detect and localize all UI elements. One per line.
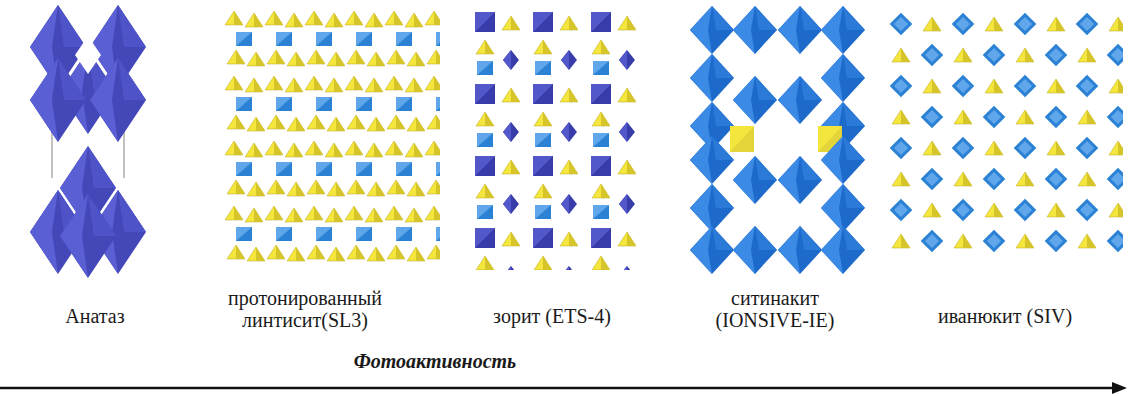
lintisite-structure xyxy=(225,8,440,270)
structure-label: иванюкит (SIV) xyxy=(924,305,1086,327)
structure-label: ситинакит (IONSIVE-IE) xyxy=(707,287,844,331)
ivanyukite-structure xyxy=(885,8,1123,256)
structure-label-box: протонированный линтисит(SL3) xyxy=(217,287,394,331)
structure-label: зорит (ETS-4) xyxy=(471,305,633,327)
axis-label: Фотоактивность xyxy=(324,350,546,372)
structure-label-box: Анатаз xyxy=(34,305,156,327)
structure-label: протонированный линтисит(SL3) xyxy=(217,287,394,331)
structure-label-box: зорит (ETS-4) xyxy=(471,305,633,327)
structure-label-box: ситинакит (IONSIVE-IE) xyxy=(707,287,844,331)
structure-label-box: иванюкит (SIV) xyxy=(924,305,1086,327)
trend-arrow xyxy=(0,382,1127,394)
anatase-structure xyxy=(30,5,146,278)
zorite-structure xyxy=(467,8,641,270)
structure-label: Анатаз xyxy=(34,305,156,327)
axis-label-box: Фотоактивность xyxy=(324,350,546,372)
sitinakite-structure xyxy=(690,6,865,274)
